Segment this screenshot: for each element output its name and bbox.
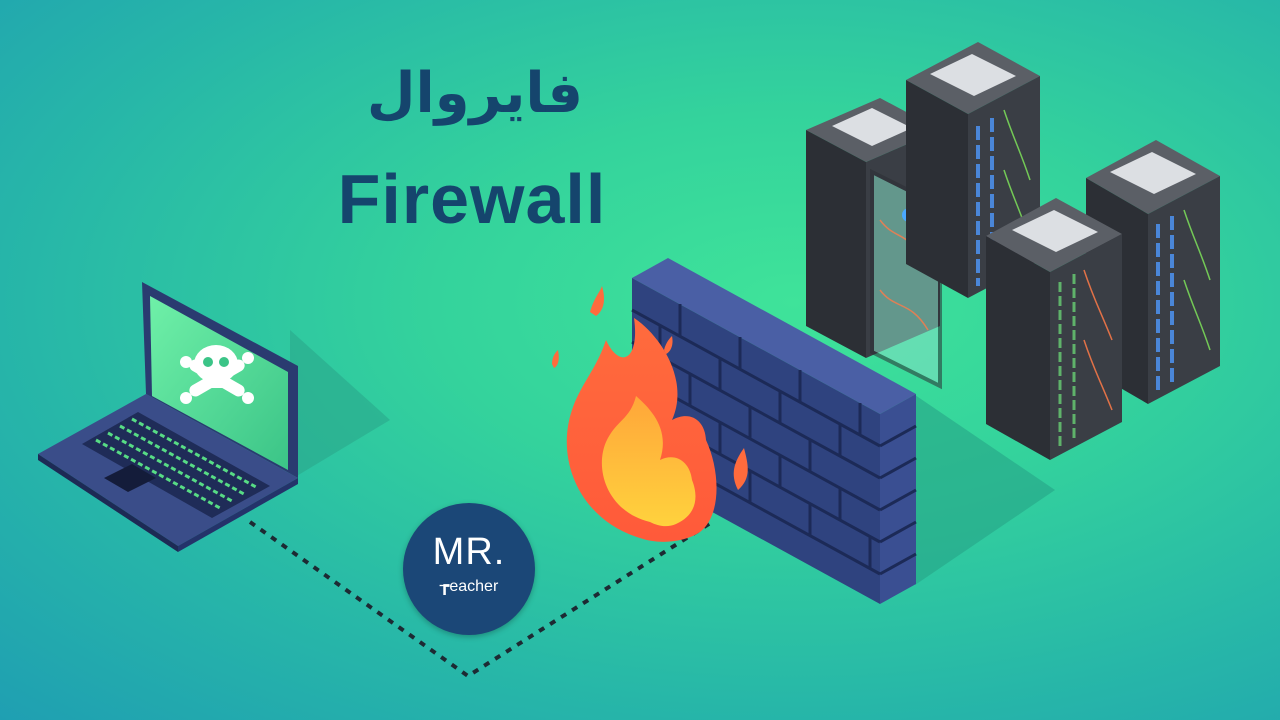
fire-icon (552, 286, 748, 542)
server-rack-icon (986, 198, 1122, 460)
skull-crossbones-icon (180, 345, 254, 404)
logo-teacher-text: ┲eacher (403, 579, 535, 595)
connection-line (248, 520, 714, 679)
brick-wall-icon (631, 258, 917, 604)
mr-teacher-logo: MR. ┲eacher (403, 503, 535, 635)
logo-teacher-word: eacher (449, 578, 499, 595)
logo-mr-text: MR. (432, 531, 506, 573)
logo-t-glyph: ┲ (439, 578, 450, 595)
laptop-icon (38, 282, 298, 552)
wall-shadow (915, 395, 1055, 585)
page-title-persian: فایروال (366, 61, 584, 126)
server-rack-icon (906, 42, 1040, 298)
laptop-shadow (290, 330, 390, 480)
page-title-english: Firewall (337, 160, 607, 238)
